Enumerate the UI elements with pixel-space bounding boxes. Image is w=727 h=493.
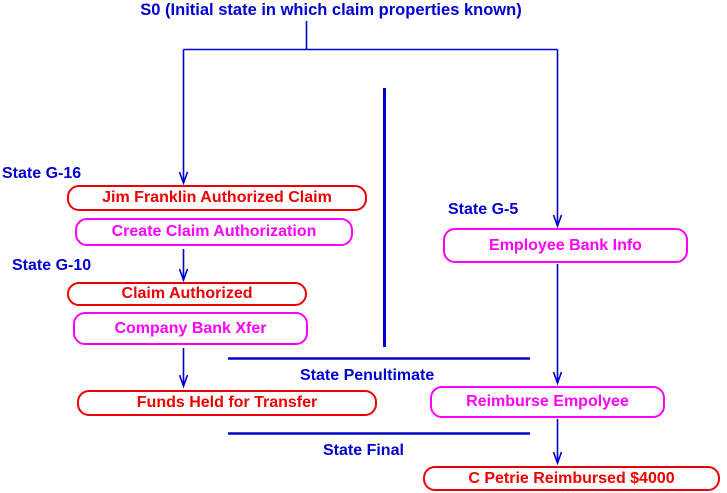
diagram-title: S0 (Initial state in which claim propert… [140,1,522,19]
action-box-label: Reimburse Empolyee [466,393,629,410]
state-label-final: State Final [323,442,404,459]
action-box-reimburse-employee: Reimburse Empolyee [430,386,665,418]
state-box-funds-held-for-transfer: Funds Held for Transfer [77,390,377,416]
arrowhead-to-funds-held-icon [178,374,189,389]
state-box-label: C Petrie Reimbursed $4000 [468,469,675,487]
state-box-label: Jim Franklin Authorized Claim [102,189,332,206]
arrowhead-to-employee-bank-info-icon [552,214,563,229]
action-box-label: Company Bank Xfer [114,319,267,337]
arrowhead-to-jim-franklin-icon [178,171,189,186]
state-label-g5: State G-5 [448,201,519,218]
state-label-g10: State G-10 [12,257,92,274]
arrowhead-to-claim-authorized-icon [178,268,189,283]
state-label-g16: State G-16 [2,165,82,182]
state-label-penultimate: State Penultimate [300,367,435,384]
action-box-employee-bank-info: Employee Bank Info [443,228,688,263]
action-box-label: Create Claim Authorization [111,223,317,240]
state-box-jim-franklin-authorized-claim: Jim Franklin Authorized Claim [67,185,367,211]
action-box-label: Employee Bank Info [489,236,642,254]
action-box-create-claim-authorization: Create Claim Authorization [75,218,353,246]
arrowhead-to-cpetrie-icon [552,451,563,466]
arrowhead-to-reimburse-icon [552,371,563,386]
state-box-label: Claim Authorized [121,285,253,302]
state-box-c-petrie-reimbursed: C Petrie Reimbursed $4000 [423,466,720,491]
action-box-company-bank-xfer: Company Bank Xfer [73,312,308,345]
state-box-label: Funds Held for Transfer [136,394,318,411]
state-box-claim-authorized: Claim Authorized [67,282,307,306]
